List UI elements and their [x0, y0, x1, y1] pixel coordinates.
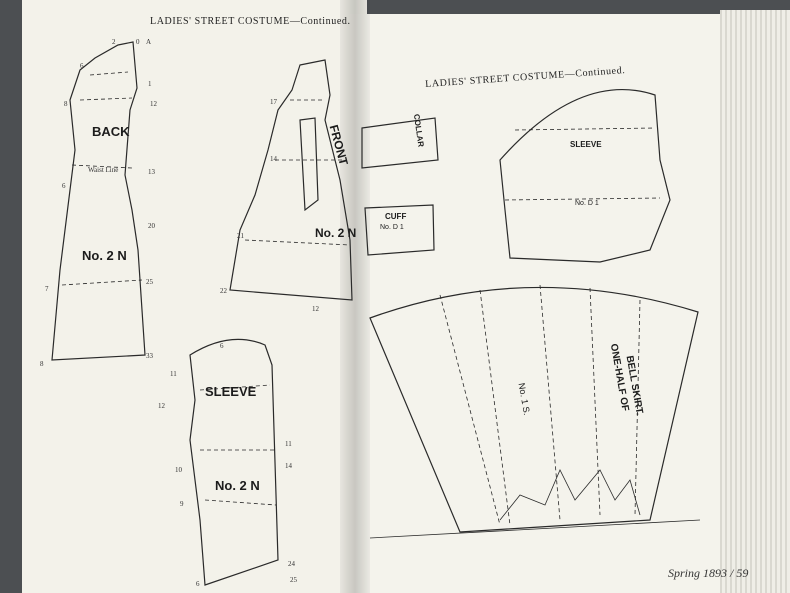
- measure-number: 11: [170, 370, 177, 378]
- measure-number: A: [146, 38, 152, 46]
- measure-number: 24: [288, 560, 295, 568]
- right-page: [350, 14, 790, 593]
- left-running-head: LADIES' STREET COSTUME—Continued.: [150, 16, 351, 27]
- back-piece-number: No. 2 N: [82, 248, 127, 263]
- measure-number: 12: [150, 100, 157, 108]
- front-pattern-piece: [229, 59, 353, 301]
- right-sleeve-label: SLEEVE: [570, 140, 602, 149]
- measure-number: 25: [290, 576, 297, 584]
- bell-skirt-piece: [369, 286, 699, 533]
- measure-number: 2: [112, 38, 116, 46]
- left-sleeve-piece: [189, 338, 279, 586]
- measure-number: 33: [146, 352, 153, 360]
- measure-number: 6: [62, 182, 66, 190]
- measure-number: 12: [312, 305, 319, 313]
- measure-number: 9: [180, 500, 184, 508]
- measure-number: 25: [146, 278, 153, 286]
- cuff-piece: [364, 204, 435, 256]
- page-folio: Spring 1893 / 59: [668, 566, 749, 580]
- back-label: BACK: [92, 124, 130, 139]
- left-sleeve-label: SLEEVE: [205, 384, 257, 399]
- cuff-number: No. D 1: [380, 224, 404, 231]
- measure-number: 7: [45, 285, 49, 293]
- measure-number: 14: [285, 462, 292, 470]
- left-sleeve-number: No. 2 N: [215, 478, 260, 493]
- measure-number: 6: [220, 342, 224, 350]
- collar-piece: [361, 117, 439, 169]
- back-pattern-piece: [51, 41, 146, 361]
- waist-line-label: Waist Line: [88, 166, 119, 174]
- right-sleeve-piece: [499, 88, 671, 263]
- measure-number: 14: [270, 155, 277, 163]
- front-piece-number: No. 2 N: [315, 226, 357, 240]
- measure-number: 10: [175, 466, 182, 474]
- measure-number: 8: [64, 100, 68, 108]
- measure-number: 6: [80, 62, 84, 70]
- measure-number: 11: [285, 440, 292, 448]
- measure-number: 0: [136, 38, 140, 46]
- measure-number: 6: [196, 580, 200, 588]
- measure-number: 21: [237, 232, 244, 240]
- page-edges: [720, 10, 790, 593]
- measure-number: 1: [148, 80, 152, 88]
- measure-number: 17: [270, 98, 277, 106]
- measure-number: 12: [158, 402, 165, 410]
- measure-number: 20: [148, 222, 155, 230]
- measure-number: 13: [148, 168, 155, 176]
- measure-number: 8: [40, 360, 44, 368]
- measure-number: 22: [220, 287, 227, 295]
- cuff-label: CUFF: [385, 212, 407, 221]
- book-gutter: [340, 0, 370, 593]
- right-sleeve-number: No. D 1: [575, 200, 599, 207]
